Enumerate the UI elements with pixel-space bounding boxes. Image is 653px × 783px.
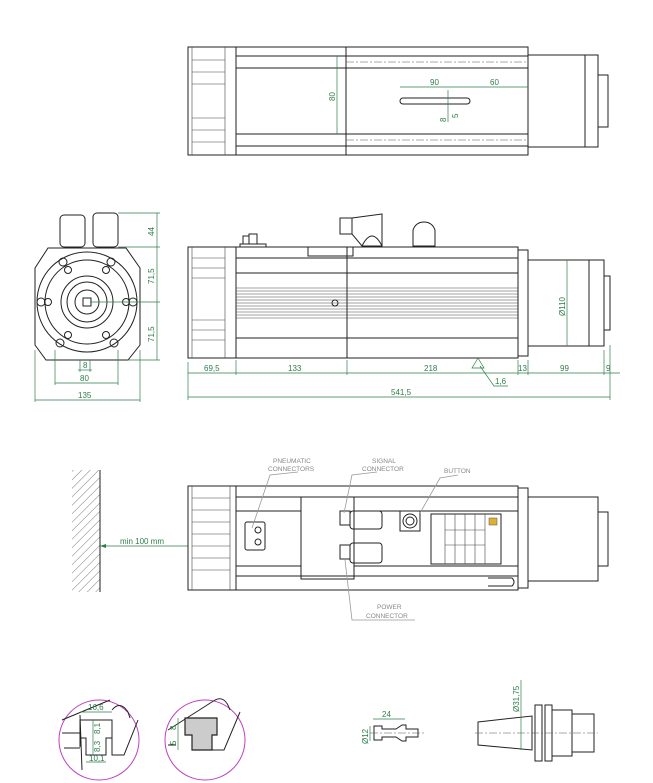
dim-insert-b: 5 <box>169 740 178 745</box>
dim-nose: 99 <box>560 364 569 373</box>
dim-flange: 13 <box>518 364 527 373</box>
label-signal-2: CONNECTOR <box>362 466 404 473</box>
pull-stud: 24 Ø12 <box>361 710 424 744</box>
clearance-label: min 100 mm <box>120 537 164 546</box>
dim-slot-offset: 60 <box>490 78 499 87</box>
label-power-2: CONNECTOR <box>366 613 408 620</box>
dim-stud-diameter: Ø12 <box>361 728 370 744</box>
dim-connector-height: 44 <box>147 227 156 236</box>
dim-roughness: 1,6 <box>495 377 507 386</box>
dim-holder-diameter: Ø31,75 <box>512 685 521 712</box>
dim-width: 135 <box>78 391 92 400</box>
label-button: BUTTON <box>444 468 471 475</box>
bottom-view: min 100 mm PNEUMATIC CONNECTORS SIGNAL C… <box>72 458 609 621</box>
dim-slot-length: 90 <box>430 78 439 87</box>
dim-slot-depth-b: 8,3 <box>93 740 102 752</box>
dim-end: 9 <box>606 364 611 373</box>
dim-nose-diameter: Ø110 <box>558 296 567 316</box>
label-power-1: POWER <box>377 604 402 611</box>
dim-lower-half: 71,5 <box>147 326 156 342</box>
dim-stud-length: 24 <box>382 710 391 719</box>
dim-body-b: 218 <box>424 364 438 373</box>
slot-insert-detail: 8 5 <box>164 698 246 781</box>
dim-fan: 69,5 <box>204 364 220 373</box>
dim-slot: 8 <box>83 361 88 370</box>
dim-slot-depth-a: 8,1 <box>93 722 102 734</box>
dim-total: 541,5 <box>391 388 412 397</box>
front-view: 44 71,5 71,5 8 80 135 <box>34 212 160 402</box>
dim-slot-bottom: 10,1 <box>89 754 105 763</box>
side-view: Ø110 69,5 133 218 13 99 9 541,5 1,6 <box>187 213 620 400</box>
top-view: 80 90 60 8 5 <box>187 46 609 156</box>
dim-slot-width-b: 5 <box>451 113 460 118</box>
dim-slot-spacing: 80 <box>80 374 89 383</box>
dim-height: 80 <box>328 92 337 101</box>
dim-slot-width-a: 8 <box>439 117 448 122</box>
dim-upper-half: 71,5 <box>147 268 156 284</box>
dim-insert-a: 8 <box>169 725 178 730</box>
label-signal-1: SIGNAL <box>372 458 396 465</box>
label-pneumatic-2: CONNECTORS <box>268 466 315 473</box>
dim-body-a: 133 <box>288 364 302 373</box>
tool-holder: Ø31,75 <box>475 680 598 762</box>
dim-slot-width: 16,6 <box>88 703 104 712</box>
label-pneumatic-1: PNEUMATIC <box>273 458 311 465</box>
slot-detail: 16,6 8,1 8,3 10,1 <box>58 699 140 781</box>
